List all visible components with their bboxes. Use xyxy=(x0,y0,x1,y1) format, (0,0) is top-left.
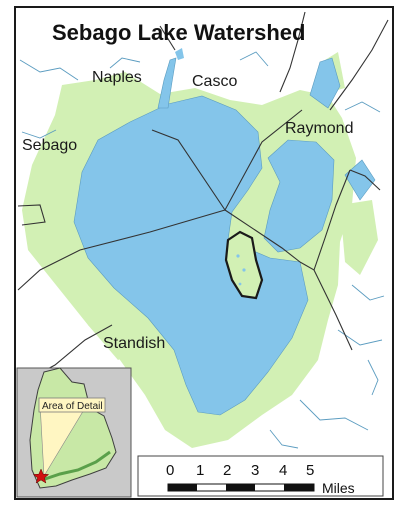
map-title: Sebago Lake Watershed xyxy=(52,20,305,45)
inset-label: Area of Detail xyxy=(42,401,103,412)
scale-unit: Miles xyxy=(322,480,355,496)
scale-tick-1: 1 xyxy=(196,462,204,479)
town-raymond: Raymond xyxy=(285,120,353,137)
town-boundaries xyxy=(17,11,389,386)
town-labels: Naples Casco Raymond Sebago Standish xyxy=(22,69,353,352)
town-naples: Naples xyxy=(92,69,142,86)
town-standish: Standish xyxy=(103,335,165,352)
raymond-lobe xyxy=(263,139,335,253)
star-icon xyxy=(32,468,50,484)
town-casco: Casco xyxy=(192,73,237,90)
scale-tick-4: 4 xyxy=(279,462,287,479)
sebago-lake xyxy=(73,95,309,416)
scale-tick-2: 2 xyxy=(223,462,231,479)
scale-tick-0: 0 xyxy=(166,462,174,479)
scale-tick-5: 5 xyxy=(306,462,314,479)
streams xyxy=(19,51,385,449)
inset-map: Area of Detail xyxy=(16,367,132,498)
town-sebago: Sebago xyxy=(22,137,77,154)
frye-island xyxy=(224,230,264,300)
scale-tick-3: 3 xyxy=(251,462,259,479)
scale-bar: 0 1 2 3 4 5 Miles xyxy=(137,455,384,497)
map-frame xyxy=(14,6,394,500)
